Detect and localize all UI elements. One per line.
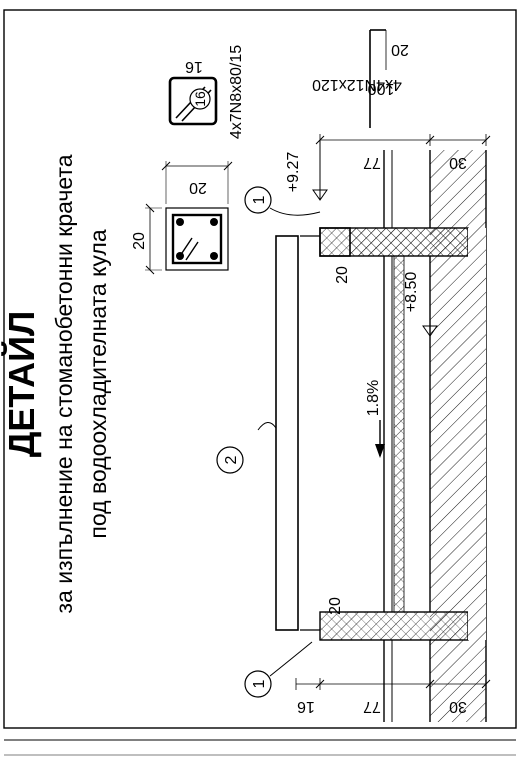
stirrup-spec: 4x7N8x80/15 — [228, 45, 245, 139]
level-mark-top — [312, 140, 328, 201]
stirrup-callout-circle — [189, 88, 211, 110]
stirrup-detail — [168, 76, 218, 126]
level-mark-bottom — [422, 262, 438, 340]
section-height-dim: 20 — [131, 232, 148, 250]
dimension-chain-bottom — [295, 678, 491, 690]
dimension-chain-top — [315, 134, 491, 146]
dim-leg-top-width: 20 — [334, 266, 351, 284]
rebar-spec: 4x4N12x120 — [312, 76, 402, 93]
drawing-subtitle-line1: за изпълнение на стоманобетонни крачета — [51, 154, 77, 613]
beam-leader — [257, 422, 277, 431]
roof-slab — [383, 150, 487, 722]
drawing-subtitle-line2: под водоохладителната кула — [85, 229, 111, 538]
stirrup-side-dim: 16 — [185, 58, 203, 75]
section-width-dim: 20 — [189, 179, 207, 196]
level-bottom-label: +8.50 — [403, 272, 420, 313]
dim-leg-bottom-width: 20 — [327, 597, 344, 615]
dim-foot-base-bottom: 30 — [449, 698, 467, 715]
rebar-hook: 20 — [391, 41, 409, 58]
precast-beam — [275, 235, 299, 631]
stirrup-callout-number: 16 — [192, 91, 208, 107]
callout-leg-bottom-number: 1 — [251, 679, 268, 688]
drawing-frame — [3, 9, 517, 729]
callout-leg-bottom — [244, 641, 313, 698]
slope-label: 1.8% — [365, 380, 382, 416]
callout-leg-top — [244, 186, 321, 216]
callout-beam-number: 2 — [223, 455, 240, 464]
drawing-title: ДЕТАЙЛ — [0, 311, 42, 458]
dim-bottom-offset: 16 — [297, 698, 315, 715]
callout-beam — [216, 446, 244, 474]
rebar-detail — [369, 29, 387, 128]
dim-foot-height-top: 77 — [363, 154, 381, 171]
column-section-detail — [145, 161, 233, 275]
dim-foot-height-bottom: 77 — [363, 698, 381, 715]
slope-arrowhead — [375, 444, 385, 458]
level-top-label: +9.27 — [285, 152, 302, 193]
rebar-length: 100 — [368, 80, 395, 97]
callout-leg-top-number: 1 — [251, 195, 268, 204]
dim-foot-base-top: 30 — [449, 154, 467, 171]
